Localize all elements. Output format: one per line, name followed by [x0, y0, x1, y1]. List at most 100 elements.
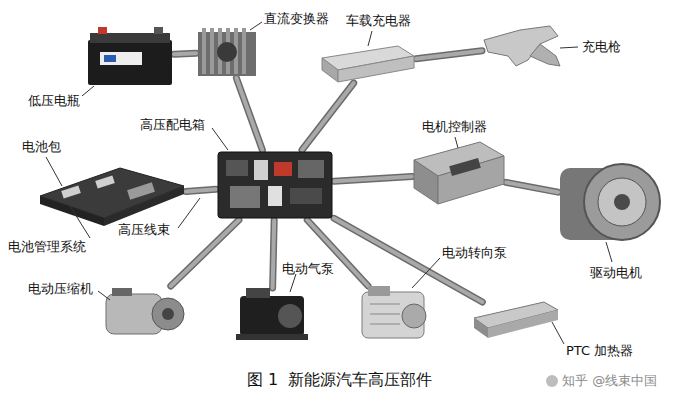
- charger-illustration: [322, 46, 414, 82]
- cable-outline: [334, 176, 412, 181]
- motor-controller-illustration-part: [449, 158, 481, 176]
- cable-core: [273, 220, 275, 288]
- cable-outline: [416, 51, 482, 59]
- part-label: 直流变换器: [264, 10, 329, 27]
- part-label: 电动气泵: [282, 260, 334, 277]
- battery-illustration-part: [104, 55, 116, 62]
- watermark-icon: [546, 375, 558, 387]
- part-label: 充电枪: [582, 38, 621, 55]
- battery-illustration-part: [98, 27, 107, 34]
- watermark: 知乎 @线束中国: [562, 372, 657, 389]
- compressor-illustration-part: [112, 288, 132, 296]
- steering-pump-illustration: [362, 286, 426, 338]
- cable-outline: [174, 50, 196, 58]
- distribution-box-illustration-part: [230, 186, 260, 208]
- battery-pack-illustration-part: [40, 196, 104, 226]
- leader-lines-part: [560, 47, 578, 48]
- charging-gun-illustration: [484, 26, 560, 66]
- battery-illustration-part: [88, 40, 172, 85]
- high-voltage-cable: [273, 220, 275, 288]
- high-voltage-cable: [186, 189, 216, 191]
- drive-motor-illustration-part: [598, 178, 646, 226]
- cable-outline: [273, 220, 275, 288]
- leader-lines-part: [70, 206, 90, 238]
- leader-lines-part: [368, 31, 372, 46]
- leader-lines-part: [82, 86, 94, 96]
- high-voltage-cable: [506, 182, 558, 192]
- motor-node: 驱动电机: [558, 162, 662, 242]
- leader-lines-part: [455, 137, 458, 148]
- distribution-box-illustration-part: [254, 160, 268, 180]
- gun-node: 充电枪: [482, 25, 560, 67]
- high-voltage-cable: [334, 176, 412, 181]
- ptc-heater-illustration-part: [488, 310, 558, 338]
- steering-pump-illustration-part: [370, 304, 400, 305]
- distribution-box-illustration: [218, 152, 332, 218]
- part-label: 电池包: [22, 138, 61, 155]
- dc-converter-illustration-part: [210, 28, 214, 74]
- compressor-illustration: [106, 288, 184, 334]
- battery-illustration-part: [90, 33, 170, 43]
- ptc-node: PTC 加热器: [472, 302, 560, 340]
- distribution-box-node: 高压配电箱: [216, 150, 334, 220]
- dc-converter-illustration-part: [242, 28, 246, 74]
- charger-illustration-part: [338, 56, 414, 82]
- leader-lines-part: [212, 128, 228, 150]
- distribution-box-illustration-part: [226, 160, 248, 176]
- converter-node: 直流变换器: [196, 26, 258, 78]
- leader-lines-part: [46, 157, 62, 186]
- high-voltage-cable: [302, 83, 354, 150]
- air-pump-illustration-part: [236, 334, 308, 340]
- cable-core: [334, 176, 412, 181]
- watermark-icon-part: [546, 375, 558, 387]
- part-label: 电动转向泵: [442, 244, 507, 261]
- battery-illustration-part: [100, 52, 142, 65]
- steering-pump-illustration-part: [370, 324, 400, 325]
- cable-label: 高压线束: [118, 221, 170, 238]
- distribution-box-illustration-part: [298, 160, 324, 178]
- cable-outline: [236, 78, 262, 150]
- cable-core: [171, 220, 239, 286]
- leader-lines-part: [606, 242, 612, 262]
- ptc-heater-illustration: [474, 302, 558, 338]
- charger-illustration-part: [322, 58, 338, 82]
- leader-lines-part: [98, 291, 110, 300]
- cable-outline: [302, 83, 354, 150]
- leader-lines: [46, 22, 612, 344]
- drive-motor-illustration-part: [584, 164, 660, 240]
- high-voltage-cable: [174, 53, 196, 55]
- part-label: 电机控制器: [422, 118, 487, 135]
- dc-converter-illustration-part: [202, 28, 206, 74]
- steering-pump-illustration-part: [402, 304, 426, 328]
- charging-gun-illustration-part: [530, 44, 560, 66]
- controller-node: 电机控制器: [412, 142, 506, 205]
- battery-node: 低压电瓶: [86, 26, 174, 86]
- cable-core: [334, 218, 482, 302]
- cable-outline: [334, 218, 482, 302]
- cable-core: [416, 51, 482, 59]
- air-pump-illustration-part: [278, 304, 302, 328]
- battery-pack-illustration: [40, 168, 184, 226]
- air-pump-illustration: [236, 288, 308, 340]
- cable-core: [186, 189, 216, 191]
- high-voltage-cable: [236, 78, 262, 150]
- charger-node: 车载充电器: [320, 46, 416, 83]
- cable-outline: [186, 189, 216, 191]
- leader-lines-part: [290, 274, 296, 292]
- high-voltage-cable: [171, 220, 239, 286]
- distribution-box-illustration-part: [274, 162, 292, 176]
- battery-illustration: [88, 27, 172, 85]
- dc-converter-illustration-part: [217, 42, 237, 62]
- part-label: 电池管理系统: [8, 238, 86, 255]
- compressor-illustration-part: [162, 308, 174, 320]
- leader-lines-part: [250, 22, 262, 30]
- motor-controller-illustration: [414, 142, 504, 204]
- drive-motor-illustration: [560, 164, 660, 240]
- battery-pack-illustration-part: [61, 185, 81, 198]
- battery-pack-illustration-part: [127, 182, 155, 200]
- high-voltage-cable: [334, 218, 482, 302]
- steering-pump-illustration-part: [368, 286, 390, 296]
- battery-pack-illustration-part: [95, 175, 115, 188]
